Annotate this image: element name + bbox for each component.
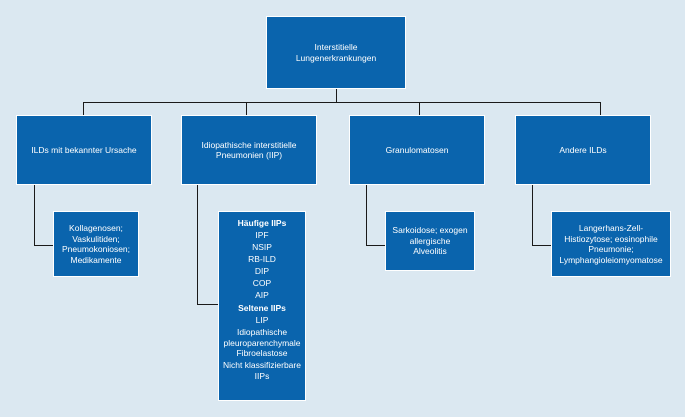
iip-frequent-heading: Häufige IIPs (237, 218, 287, 228)
connector-to-andere (600, 102, 601, 116)
iip-frequent-item: DIP (254, 266, 270, 276)
category-box-granulomatosen: Granulomatosen (349, 115, 485, 185)
category-label-andere: Andere ILDs (559, 144, 607, 155)
connector-granulomatosen-detail-v (366, 184, 367, 246)
iip-frequent-item: RB-ILD (248, 254, 276, 264)
category-box-andere: Andere ILDs (515, 115, 651, 185)
connector-iip-detail-v (197, 184, 198, 305)
detail-text-known-cause: Kollagenosen; Vaskulitiden; Pneumokonios… (61, 223, 131, 265)
iip-frequent-item: AIP (255, 290, 269, 300)
iip-rare-item: Idiopathische pleuroparenchymale Fibroel… (223, 327, 301, 358)
iip-rare-item: Nicht klassifizierbare IIPs (223, 360, 301, 381)
iip-rare-heading: Seltene IIPs (238, 303, 286, 313)
detail-text-andere: Langerhans-Zell-Histiozytose; eosinophil… (559, 223, 663, 265)
iip-frequent-item: NSIP (252, 242, 272, 252)
connector-andere-detail-v (532, 184, 533, 246)
connector-root-down (336, 88, 337, 103)
connector-granulomatosen-detail-h (366, 245, 386, 246)
detail-box-granulomatosen: Sarkoidose; exogen allergische Alveoliti… (385, 211, 475, 271)
category-box-iip: Idiopathische interstitielle Pneumonien … (181, 115, 317, 185)
connector-iip-detail-h (197, 304, 219, 305)
connector-to-granulomatosen (419, 102, 420, 116)
category-box-known-cause: ILDs mit bekannter Ursache (16, 115, 152, 185)
connector-to-known-cause (83, 102, 84, 116)
connector-known-cause-detail-v (34, 184, 35, 246)
connector-to-iip (246, 102, 247, 116)
detail-box-andere: Langerhans-Zell-Histiozytose; eosinophil… (551, 211, 671, 277)
iip-rare-item: LIP (255, 315, 269, 325)
connector-andere-detail-h (532, 245, 552, 246)
category-label-iip: Idiopathische interstitielle Pneumonien … (201, 139, 297, 161)
iip-frequent-item: IPF (255, 230, 269, 240)
detail-box-known-cause: Kollagenosen; Vaskulitiden; Pneumokonios… (53, 211, 139, 277)
category-label-known-cause: ILDs mit bekannter Ursache (31, 144, 137, 155)
detail-box-iip: Häufige IIPs IPF NSIP RB-ILD DIP COP AIP… (218, 211, 306, 401)
connector-horizontal (83, 102, 600, 103)
connector-known-cause-detail-h (34, 245, 54, 246)
detail-text-granulomatosen: Sarkoidose; exogen allergische Alveoliti… (392, 225, 468, 257)
root-label: Interstitielle Lungenerkrankungen (295, 42, 377, 63)
category-label-granulomatosen: Granulomatosen (385, 144, 449, 155)
root-box: Interstitielle Lungenerkrankungen (266, 16, 406, 89)
iip-frequent-item: COP (252, 278, 272, 288)
